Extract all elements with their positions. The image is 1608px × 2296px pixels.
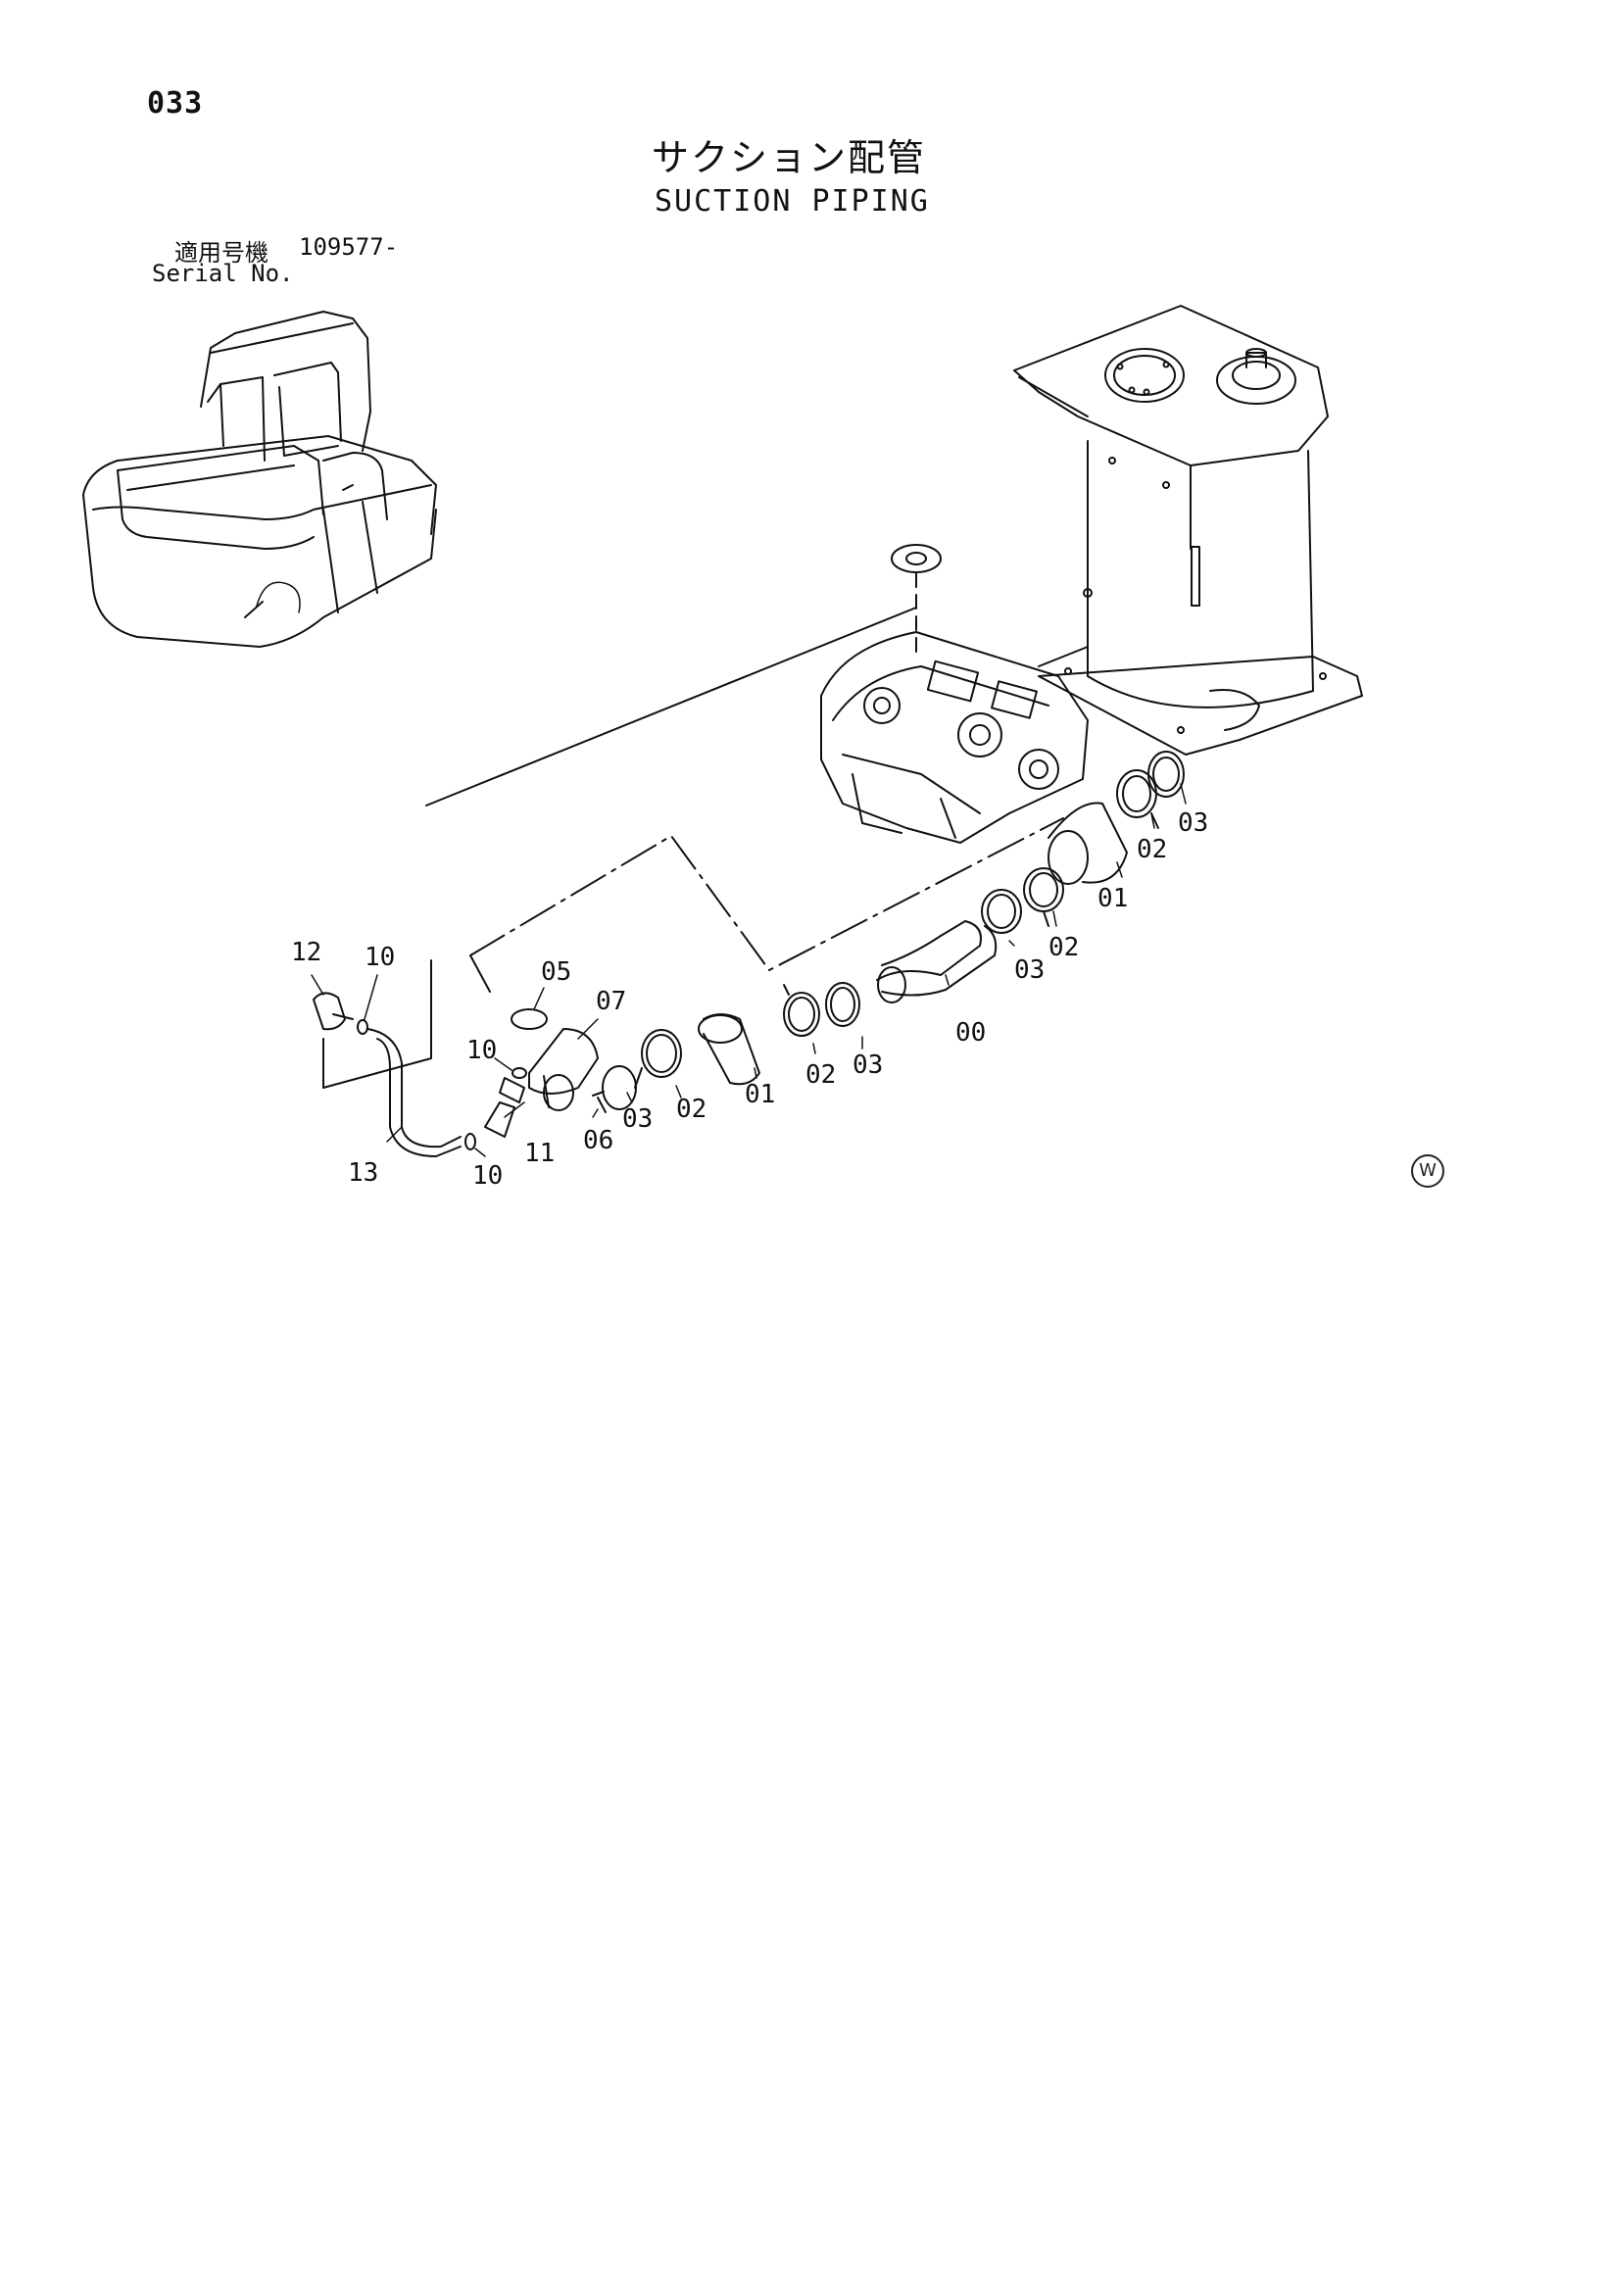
callout-13: 13	[348, 1158, 378, 1188]
callout-10: 10	[466, 1036, 497, 1065]
callout-02: 02	[805, 1060, 836, 1090]
leader-lines	[322, 607, 1064, 1089]
watermark-icon: W	[1411, 1154, 1444, 1188]
callout-03: 03	[1014, 955, 1045, 985]
exploded-parts	[313, 751, 1185, 1157]
callout-02: 02	[1048, 933, 1079, 962]
serial-label-japanese: 適用号機	[174, 239, 268, 267]
serial-label-english: Serial No.	[152, 260, 294, 287]
excavator-overview-illustration	[82, 311, 437, 648]
page-title-japanese: サクション配管	[652, 136, 927, 179]
hydraulic-pump-illustration	[820, 544, 1089, 844]
page-title-english: SUCTION PIPING	[655, 184, 930, 219]
hydraulic-tank-illustration	[1013, 305, 1363, 756]
callout-00: 00	[955, 1018, 986, 1048]
callout-07: 07	[596, 987, 626, 1016]
callout-labels: 12 10 05 07 10 13 10 11 06 03 02 01 02 0…	[291, 808, 1208, 1191]
callout-05: 05	[541, 957, 571, 987]
serial-number-value: 109577-	[299, 233, 399, 261]
callout-02: 02	[1137, 835, 1167, 864]
callout-03: 03	[622, 1104, 653, 1134]
callout-01: 01	[1097, 884, 1128, 913]
callout-03: 03	[1178, 808, 1208, 838]
callout-01: 01	[745, 1080, 775, 1109]
callout-06: 06	[583, 1126, 613, 1155]
callout-12: 12	[291, 938, 321, 967]
callout-11: 11	[524, 1139, 555, 1168]
callout-02: 02	[676, 1095, 707, 1124]
callout-03: 03	[853, 1050, 883, 1080]
callout-10: 10	[365, 943, 395, 972]
callout-10: 10	[472, 1161, 503, 1191]
callout-leaders	[311, 783, 1187, 1157]
page-number: 033	[147, 86, 204, 121]
